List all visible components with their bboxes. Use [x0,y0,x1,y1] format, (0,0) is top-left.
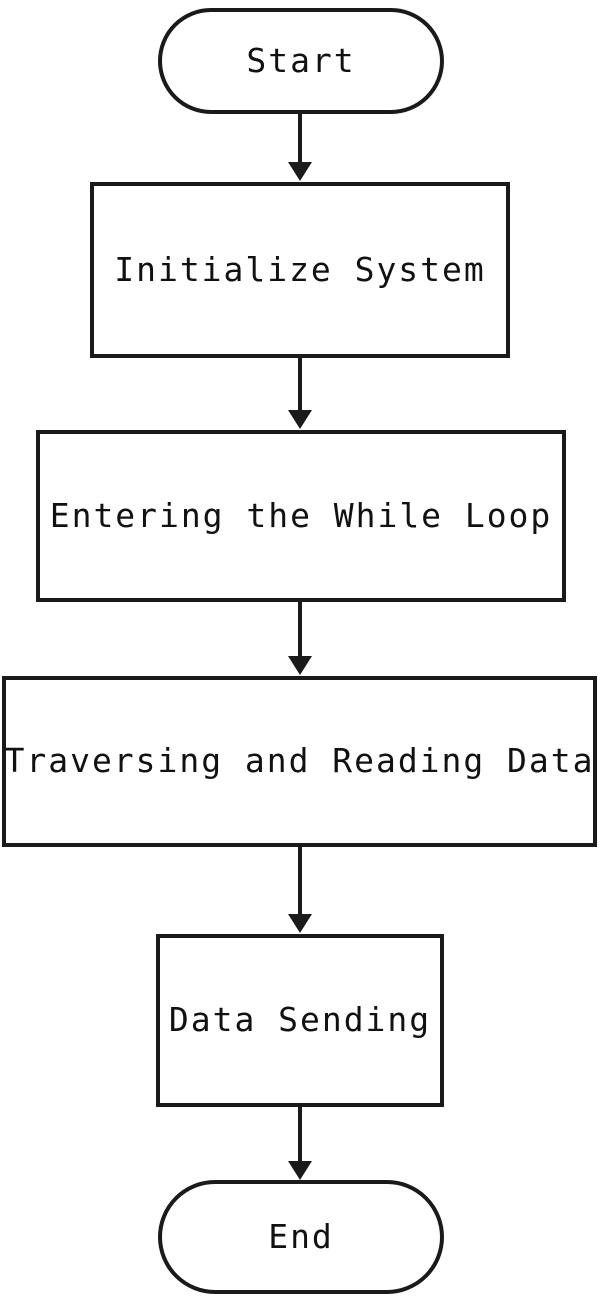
arrow-head-down-icon [288,656,312,675]
arrow-head-down-icon [288,162,312,181]
flow-node-end-label: End [268,1216,334,1256]
arrow-line [298,112,302,164]
arrow-line [298,600,302,658]
arrow-head-down-icon [288,410,312,429]
flow-node-entering-the-while-loop-label: Entering the While Loop [49,495,553,535]
arrow-line [298,1105,302,1163]
flow-node-data-sending-label: Data Sending [168,1000,432,1040]
flow-node-entering-the-while-loop: Entering the While Loop [36,430,566,602]
flow-node-end: End [158,1180,444,1294]
flow-node-initialize-system-label: Initialize System [114,249,486,289]
arrow-line [298,845,302,916]
flow-node-traversing-and-reading-data: Traversing and Reading Data [2,676,597,847]
flow-node-start: Start [158,8,444,114]
flow-node-data-sending: Data Sending [156,934,444,1107]
arrow-head-down-icon [288,1161,312,1180]
arrow-head-down-icon [288,914,312,933]
flow-node-start-label: Start [246,40,356,80]
flow-node-traversing-and-reading-data-label: Traversing and Reading Data [4,741,595,781]
arrow-line [298,356,302,412]
flow-node-initialize-system: Initialize System [90,182,510,358]
